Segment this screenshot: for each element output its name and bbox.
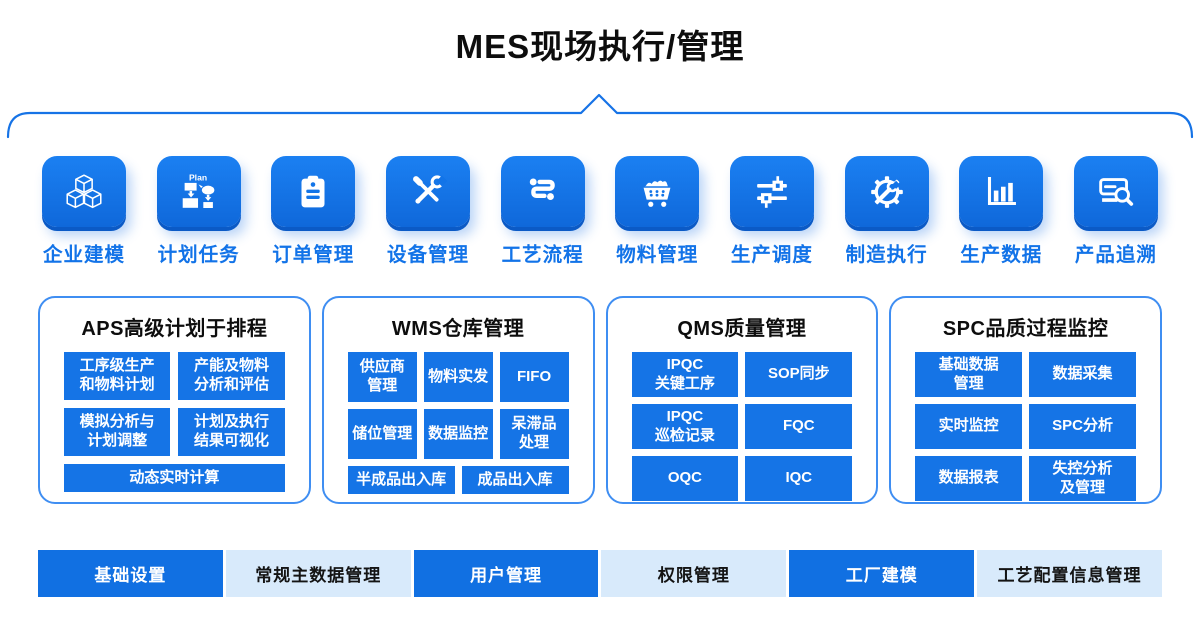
panel-item[interactable]: 半成品出入库 [347,466,455,494]
panel-item[interactable]: IQC [745,456,853,501]
brace-line [6,93,1194,139]
panel-grid: IPQC 关键工序 SOP同步 IPQC 巡检记录 FQC OQC IQC [631,352,853,501]
footer-bar: 基础设置 常规主数据管理 用户管理 权限管理 工厂建模 工艺配置信息管理 [38,550,1162,597]
module-production-scheduling[interactable]: 生产调度 [726,156,818,267]
panel-item[interactable]: SOP同步 [745,352,853,397]
panel-item[interactable]: 数据报表 [915,456,1023,501]
panel-title: QMS质量管理 [677,318,807,340]
panel-title: SPC品质过程监控 [942,318,1109,340]
tools-icon [385,156,470,227]
module-label: 企业建模 [42,244,125,266]
panel-item[interactable]: IPQC 关键工序 [631,352,739,397]
panel-spc: SPC品质过程监控 基础数据 管理 数据采集 实时监控 SPC分析 数据报表 失… [889,296,1162,504]
panels-row: APS高级计划于排程 工序级生产 和物料计划 产能及物料 分析和评估 模拟分析与… [38,296,1162,504]
footer-item-master-data[interactable]: 常规主数据管理 [225,550,411,597]
panel-item[interactable]: 供应商 管理 [347,352,417,402]
footer-item-user-management[interactable]: 用户管理 [413,550,599,597]
material-cart-icon [615,156,700,227]
bar-chart-icon [959,156,1044,227]
panel-grid: 工序级生产 和物料计划 产能及物料 分析和评估 模拟分析与 计划调整 计划及执行… [64,352,285,492]
svg-text:Plan: Plan [189,172,207,182]
panel-title: WMS仓库管理 [391,318,525,340]
schedule-sliders-icon [729,156,814,227]
panel-item[interactable]: 数据采集 [1029,352,1136,397]
panel-grid: 基础数据 管理 数据采集 实时监控 SPC分析 数据报表 失控分析 及管理 [915,352,1136,501]
module-label: 制造执行 [845,244,928,266]
panel-aps: APS高级计划于排程 工序级生产 和物料计划 产能及物料 分析和评估 模拟分析与… [38,296,311,504]
module-product-traceability[interactable]: 产品追溯 [1070,156,1162,267]
module-label: 工艺流程 [501,244,584,266]
panel-item[interactable]: SPC分析 [1029,404,1136,449]
module-label: 订单管理 [272,244,355,266]
footer-item-process-config[interactable]: 工艺配置信息管理 [977,550,1162,597]
panel-item[interactable]: 动态实时计算 [64,464,285,492]
panel-title: APS高级计划于排程 [81,318,268,340]
gear-wrench-icon [844,156,929,227]
panel-item[interactable]: 模拟分析与 计划调整 [64,408,171,456]
footer-item-factory-modeling[interactable]: 工厂建模 [789,550,975,597]
module-enterprise-modeling[interactable]: 企业建模 [38,156,130,267]
trace-search-icon [1073,156,1158,227]
panel-item[interactable]: 基础数据 管理 [915,352,1023,397]
cubes-icon [42,156,126,227]
module-material-management[interactable]: 物料管理 [611,156,703,267]
footer-item-permission-management[interactable]: 权限管理 [601,550,787,597]
module-process-flow[interactable]: 工艺流程 [497,156,589,267]
module-plan-tasks[interactable]: Plan 计划任务 [153,156,245,267]
module-order-management[interactable]: 订单管理 [267,156,359,267]
panel-item[interactable]: 产能及物料 分析和评估 [178,352,285,400]
module-row: 企业建模 Plan [38,156,1162,267]
page-title-wrap: MES现场执行/管理 [0,20,1200,68]
panel-item[interactable]: IPQC 巡检记录 [631,404,739,449]
panel-item[interactable]: 失控分析 及管理 [1029,456,1136,501]
panel-grid: 供应商 管理 物料实发 FIFO 储位管理 数据监控 呆滞品 处理 半成品出入库… [347,352,569,494]
module-label: 计划任务 [157,244,240,266]
process-flow-icon [500,156,585,227]
module-production-data[interactable]: 生产数据 [955,156,1047,267]
panel-item[interactable]: 工序级生产 和物料计划 [64,352,171,400]
plan-flowchart-icon: Plan [156,156,241,227]
panel-item[interactable]: 成品出入库 [461,466,569,494]
panel-item[interactable]: 储位管理 [347,409,417,459]
module-manufacturing-execution[interactable]: 制造执行 [841,156,933,267]
panel-item[interactable]: FQC [745,404,853,449]
module-label: 生产调度 [730,244,813,266]
panel-item[interactable]: OQC [631,456,739,501]
panel-item[interactable]: 物料实发 [423,352,493,402]
panel-item[interactable]: FIFO [499,352,569,402]
panel-wms: WMS仓库管理 供应商 管理 物料实发 FIFO 储位管理 数据监控 呆滞品 处… [321,296,595,504]
module-equipment-management[interactable]: 设备管理 [382,156,474,267]
module-label: 产品追溯 [1074,244,1157,266]
panel-item[interactable]: 计划及执行 结果可视化 [178,408,285,456]
module-label: 物料管理 [616,244,699,266]
panel-item[interactable]: 数据监控 [423,409,493,459]
panel-item[interactable]: 实时监控 [915,404,1023,449]
module-label: 生产数据 [960,244,1043,266]
panel-qms: QMS质量管理 IPQC 关键工序 SOP同步 IPQC 巡检记录 FQC OQ… [605,296,879,504]
module-label: 设备管理 [386,244,469,266]
panel-item[interactable]: 呆滞品 处理 [499,409,569,459]
order-clipboard-icon [271,156,356,227]
footer-item-basic-settings[interactable]: 基础设置 [38,550,223,597]
page-title: MES现场执行/管理 [455,28,745,65]
